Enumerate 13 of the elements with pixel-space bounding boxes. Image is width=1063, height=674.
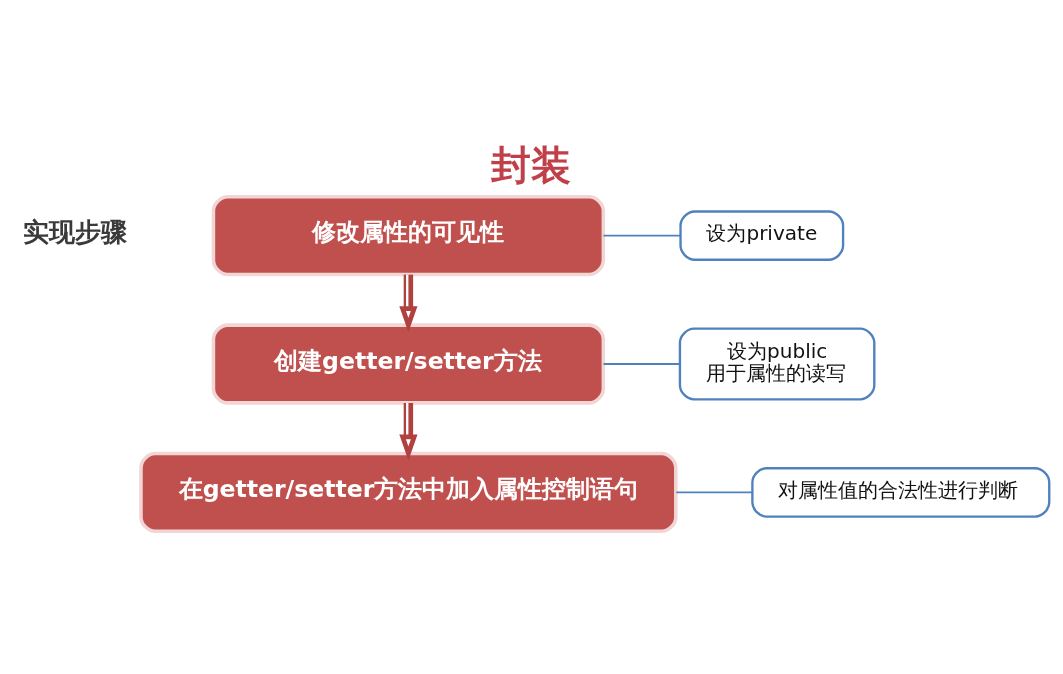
connector [675,491,753,493]
node-box: 设为private [679,209,845,261]
arrow [399,274,418,332]
node-box: 设为public 用于属性的读写 [678,327,876,401]
arrow [399,402,418,461]
label: 实现步骤 [23,216,128,247]
diagram-title: 封装 [491,141,572,188]
node-box: 修改属性的可见性 [211,194,606,276]
node-box: 创建getter/setter方法 [211,322,606,405]
node-box: 对属性值的合法性进行判断 [751,466,1051,518]
connector [602,234,682,236]
connector [602,362,681,365]
node-box: 在getter/setter方法中加入属性控制语句 [139,451,678,533]
